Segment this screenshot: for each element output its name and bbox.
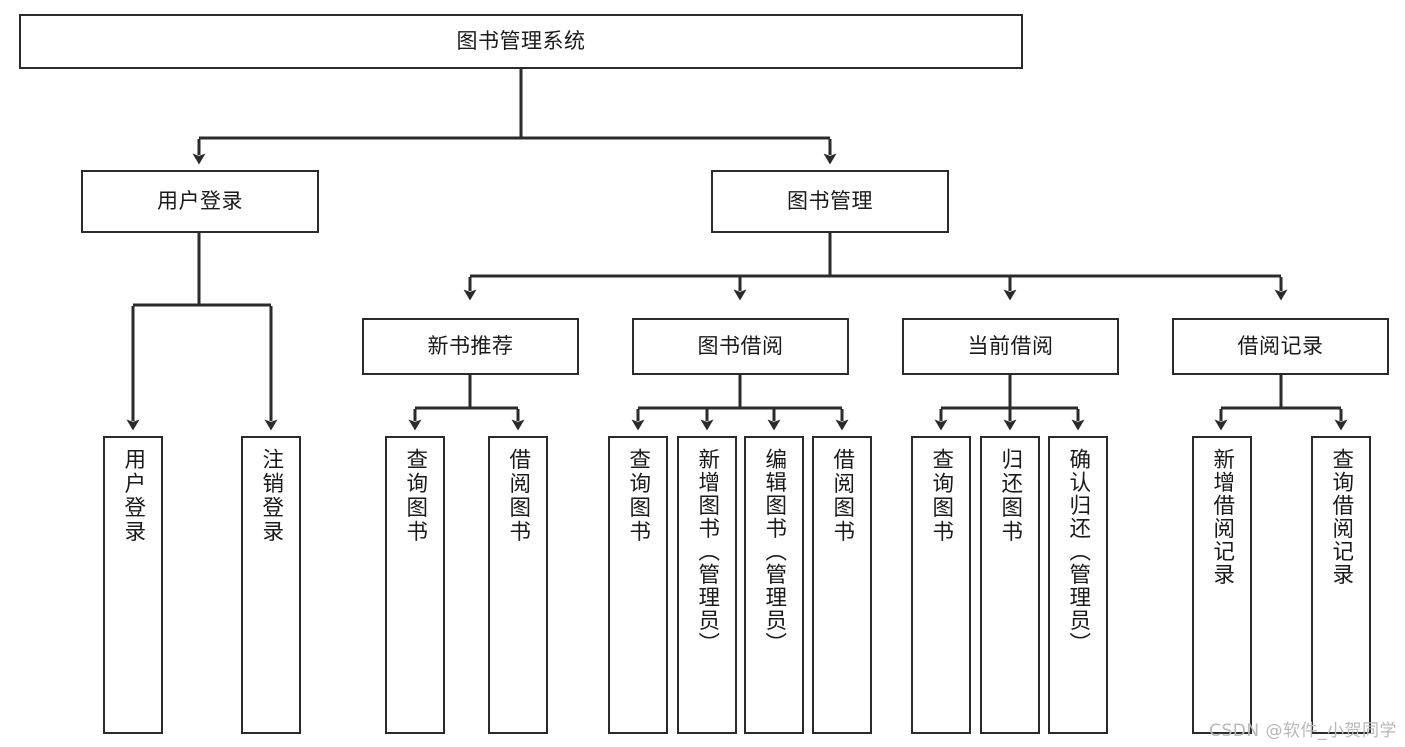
node-label: 用户登录 — [120, 448, 146, 544]
node-label: 用户登录 — [157, 188, 243, 213]
leaf-new-book-borrow-books[interactable]: 借阅图书 — [488, 436, 548, 734]
node-label: 确认归还（管理员） — [1065, 448, 1091, 655]
leaf-borrow-query-books[interactable]: 查询图书 — [608, 436, 668, 734]
leaf-borrow-add-book-admin[interactable]: 新增图书（管理员） — [677, 436, 737, 734]
node-borrow-records[interactable]: 借阅记录 — [1172, 318, 1389, 375]
leaf-record-add-borrow-record[interactable]: 新增借阅记录 — [1192, 436, 1252, 734]
leaf-current-confirm-return-admin[interactable]: 确认归还（管理员） — [1048, 436, 1108, 734]
node-new-book-recommendation[interactable]: 新书推荐 — [362, 318, 579, 375]
node-label: 查询图书 — [625, 448, 651, 544]
node-label: 图书借阅 — [697, 333, 784, 358]
node-label: 新书推荐 — [427, 333, 514, 358]
node-label: 新增借阅记录 — [1209, 448, 1235, 586]
watermark: CSDN @软件_小贺同学 — [1209, 721, 1397, 741]
node-label: 归还图书 — [997, 448, 1023, 544]
node-label: 图书管理 — [787, 188, 873, 213]
node-root-book-management-system[interactable]: 图书管理系统 — [19, 14, 1023, 69]
leaf-borrow-edit-book-admin[interactable]: 编辑图书（管理员） — [744, 436, 804, 734]
node-book-management[interactable]: 图书管理 — [711, 170, 949, 233]
node-label: 查询图书 — [928, 448, 954, 544]
leaf-record-query-borrow-record[interactable]: 查询借阅记录 — [1311, 436, 1371, 734]
node-user-login[interactable]: 用户登录 — [81, 170, 319, 233]
node-label: 借阅图书 — [505, 448, 531, 544]
leaf-current-query-books[interactable]: 查询图书 — [911, 436, 971, 734]
node-label: 借阅记录 — [1237, 333, 1324, 358]
node-label: 注销登录 — [258, 448, 284, 544]
leaf-current-return-books[interactable]: 归还图书 — [980, 436, 1040, 734]
node-label: 新增图书（管理员） — [694, 448, 720, 655]
leaf-user-login-logout[interactable]: 注销登录 — [241, 436, 301, 734]
leaf-user-login-login[interactable]: 用户登录 — [103, 436, 163, 734]
node-current-borrowing[interactable]: 当前借阅 — [902, 318, 1119, 375]
node-label: 借阅图书 — [829, 448, 855, 544]
node-label: 查询图书 — [402, 448, 428, 544]
leaf-borrow-borrow-books[interactable]: 借阅图书 — [812, 436, 872, 734]
node-label: 查询借阅记录 — [1328, 448, 1354, 586]
leaf-new-book-query-books[interactable]: 查询图书 — [385, 436, 445, 734]
node-label: 当前借阅 — [967, 333, 1054, 358]
node-label: 图书管理系统 — [456, 28, 586, 53]
node-book-borrowing[interactable]: 图书借阅 — [632, 318, 849, 375]
node-label: 编辑图书（管理员） — [761, 448, 787, 655]
